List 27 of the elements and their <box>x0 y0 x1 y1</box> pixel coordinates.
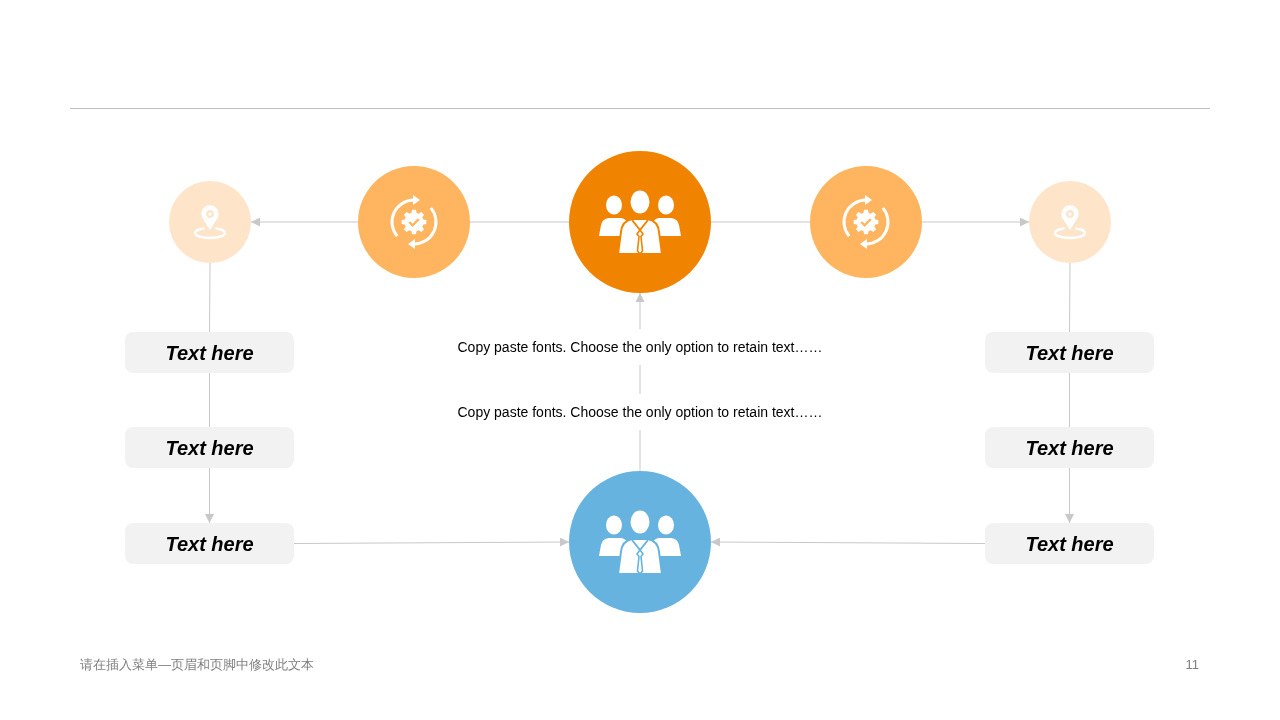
step-box <box>125 523 294 564</box>
arrow <box>205 467 214 524</box>
step-box <box>985 427 1154 468</box>
connector-line <box>1069 262 1071 333</box>
arrow <box>1065 467 1074 524</box>
step-label: Text here <box>165 340 254 365</box>
connector-line <box>1069 372 1070 428</box>
description-text: Copy paste fonts. Choose the only option to retain text…… <box>457 404 823 420</box>
step-label: Text here <box>1025 435 1114 460</box>
description-text: Copy paste fonts. Choose the only option to retain text…… <box>457 339 823 355</box>
footer-text: 请在插入菜单—页眉和页脚中修改此文本 <box>80 656 314 674</box>
connector-line <box>209 262 211 333</box>
step-box <box>125 332 294 373</box>
step-box <box>985 523 1154 564</box>
step-label: Text here <box>165 531 254 556</box>
arrow <box>921 217 1030 227</box>
page-number: 11 <box>1185 656 1199 674</box>
step-label: Text here <box>1025 531 1114 556</box>
step-label: Text here <box>165 435 254 460</box>
connector-line <box>209 372 210 428</box>
arrow <box>250 217 359 227</box>
step-label: Text here <box>1025 340 1114 365</box>
arrow <box>293 537 570 547</box>
step-box <box>125 427 294 468</box>
step-box <box>985 332 1154 373</box>
arrow <box>635 292 645 330</box>
arrow <box>710 537 986 547</box>
